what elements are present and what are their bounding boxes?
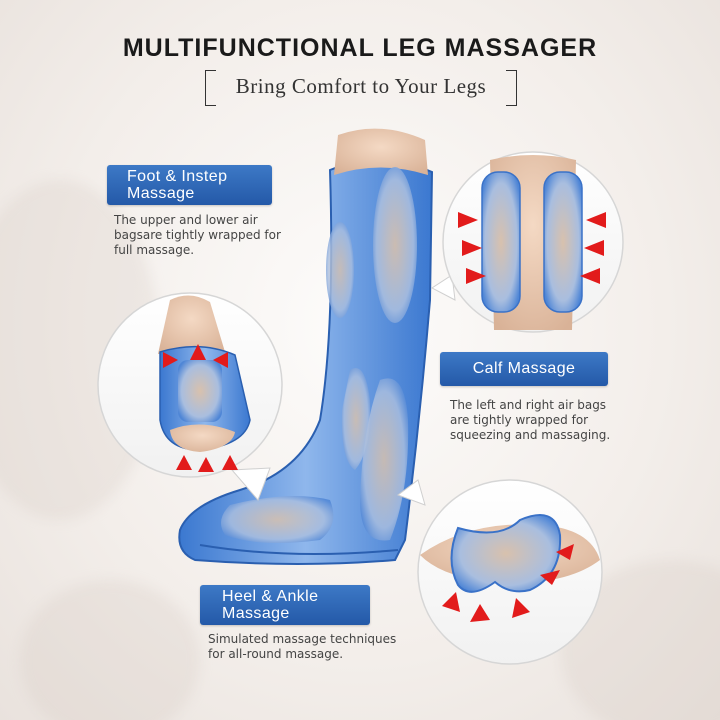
subtitle-frame: Bring Comfort to Your Legs <box>205 70 517 106</box>
description-line: Simulated massage techniques <box>208 632 397 646</box>
description-line: The left and right air bags <box>450 398 607 412</box>
heel-massage-badge: Heel & Ankle Massage <box>200 585 370 625</box>
heel-massage-label-line1: Heel & Ankle <box>222 588 319 605</box>
foot-massage-label-line1: Foot & Instep <box>127 168 228 185</box>
foot-detail-circle <box>97 292 283 501</box>
pressure-arrows-heel <box>442 544 574 622</box>
calf-detail-circle <box>431 151 624 333</box>
calf-massage-badge: Calf Massage <box>440 352 608 386</box>
foot-massage-label-line2: Massage <box>127 185 195 202</box>
foot-massage-description: The upper and lower air bagsare tightly … <box>114 213 304 258</box>
background-figure <box>20 580 200 720</box>
description-line: full massage. <box>114 243 195 257</box>
description-line: are tightly wrapped for <box>450 413 589 427</box>
calf-massage-label: Calf Massage <box>472 360 576 377</box>
description-line: squeezing and massaging. <box>450 428 611 442</box>
bracket-right <box>506 70 517 106</box>
heel-massage-description: Simulated massage techniques for all-rou… <box>208 632 428 662</box>
calf-massage-description: The left and right air bags are tightly … <box>450 398 650 443</box>
pressure-arrows-calf <box>458 212 606 284</box>
bracket-left <box>205 70 216 106</box>
page-title: MULTIFUNCTIONAL LEG MASSAGER <box>122 34 598 62</box>
leg-massager-device <box>178 128 434 565</box>
heel-detail-circle <box>396 479 603 665</box>
page-subtitle: Bring Comfort to Your Legs <box>235 74 487 98</box>
description-line: for all-round massage. <box>208 647 344 661</box>
description-line: bagsare tightly wrapped for <box>114 228 281 242</box>
heel-massage-label-line2: Massage <box>222 605 290 622</box>
pressure-arrows-foot <box>163 344 238 472</box>
foot-massage-badge: Foot & Instep Massage <box>107 165 272 205</box>
description-line: The upper and lower air <box>114 213 258 227</box>
